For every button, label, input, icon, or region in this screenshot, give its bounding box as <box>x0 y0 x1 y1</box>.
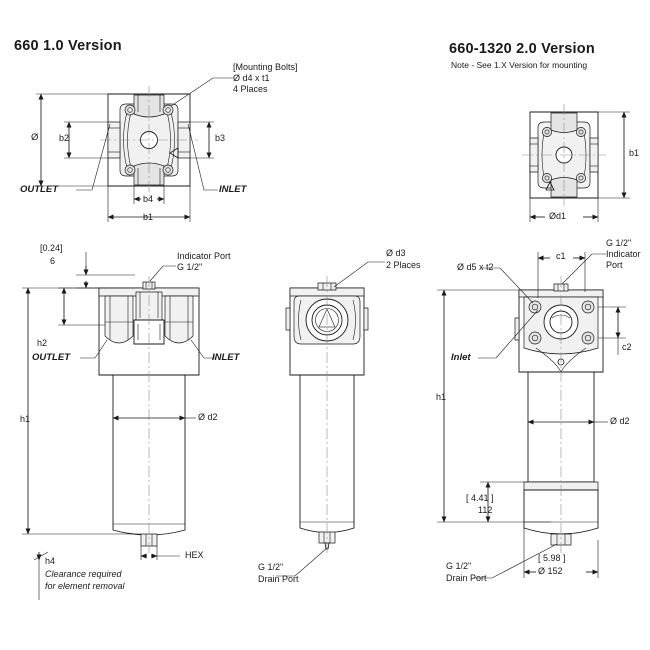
bowl-width-mm: Ø 152 <box>538 566 563 576</box>
h4-note-line1: Clearance required <box>45 569 122 579</box>
front-view-outlet-label: OUTLET <box>32 352 70 363</box>
left-front-dimensions <box>22 252 216 600</box>
right-indicator-line3: Port <box>606 260 623 270</box>
left-section-title: 660 1.0 Version <box>14 38 122 54</box>
indicator-port-label-line2: G 1/2" <box>177 262 203 272</box>
right-section-note: Note - See 1.X Version for mounting <box>451 60 588 70</box>
right-front-dimensions <box>437 252 626 579</box>
dimension-h1-left: h1 <box>20 414 31 424</box>
right-indicator-line1: G 1/2" <box>606 238 632 248</box>
dimension-diameter-symbol: Ø <box>31 132 39 143</box>
side-view-drain-line1: G 1/2" <box>258 562 284 572</box>
dimension-b1-right: b1 <box>629 148 640 158</box>
indicator-port-label-line1: Indicator Port <box>177 251 231 261</box>
dimension-h4: h4 <box>45 556 56 566</box>
dimension-bowl-diameter-right: Ø d2 <box>610 416 630 426</box>
dimension-h1-right: h1 <box>436 392 447 402</box>
side-view-d3-callout: Ø d3 <box>386 248 406 258</box>
dimension-b3: b3 <box>215 133 226 143</box>
top-view-inlet-label: INLET <box>219 184 247 195</box>
dimension-bowl-diameter-left: Ø d2 <box>198 412 218 422</box>
flow-direction-marker <box>169 147 179 159</box>
dimension-b2: b2 <box>59 133 70 143</box>
left-front-view <box>98 276 200 556</box>
mounting-bolt-holes <box>124 104 174 176</box>
dimension-hex: HEX <box>185 550 204 560</box>
right-drain-line2: Drain Port <box>446 573 487 583</box>
left-top-view <box>100 86 198 196</box>
bowl-height-inch: [ 4.41 ] <box>466 493 494 503</box>
h4-note-line2: for element removal <box>45 581 125 591</box>
right-indicator-line2: Indicator <box>606 249 641 259</box>
bolt-callout-right: Ø d5 x t2 <box>457 262 494 272</box>
left-top-dimensions <box>36 77 233 222</box>
dimension-c2: c2 <box>622 342 632 352</box>
right-section-title: 660-1320 2.0 Version <box>449 41 595 57</box>
front-view-inlet-label: INLET <box>212 352 240 363</box>
right-top-view <box>522 104 630 222</box>
bowl-height-mm: 112 <box>478 505 493 515</box>
mounting-bolts-callout-line3: 4 Places <box>233 84 268 94</box>
dimension-b4: b4 <box>143 194 154 204</box>
mounting-bolts-callout-line2: Ø d4 x t1 <box>233 73 270 83</box>
right-front-view <box>514 276 604 556</box>
left-side-view <box>276 261 385 577</box>
top-gap-dimension-mm: 6 <box>50 256 56 266</box>
dimension-d1-right: Ød1 <box>549 211 567 221</box>
top-gap-dimension-inch: [0.24] <box>40 243 63 253</box>
side-view-d3-places: 2 Places <box>386 260 421 270</box>
side-view-drain-line2: Drain Port <box>258 574 299 584</box>
dimension-h2: h2 <box>37 338 48 348</box>
mounting-bolts-callout-line1: [Mounting Bolts] <box>233 62 298 72</box>
right-drain-line1: G 1/2" <box>446 561 472 571</box>
bowl-width-inch: [ 5.98 ] <box>538 553 566 563</box>
dimension-b1: b1 <box>143 212 154 222</box>
right-inlet-label: Inlet <box>451 352 471 363</box>
top-view-outlet-label: OUTLET <box>20 184 58 195</box>
dimension-c1: c1 <box>556 251 566 261</box>
